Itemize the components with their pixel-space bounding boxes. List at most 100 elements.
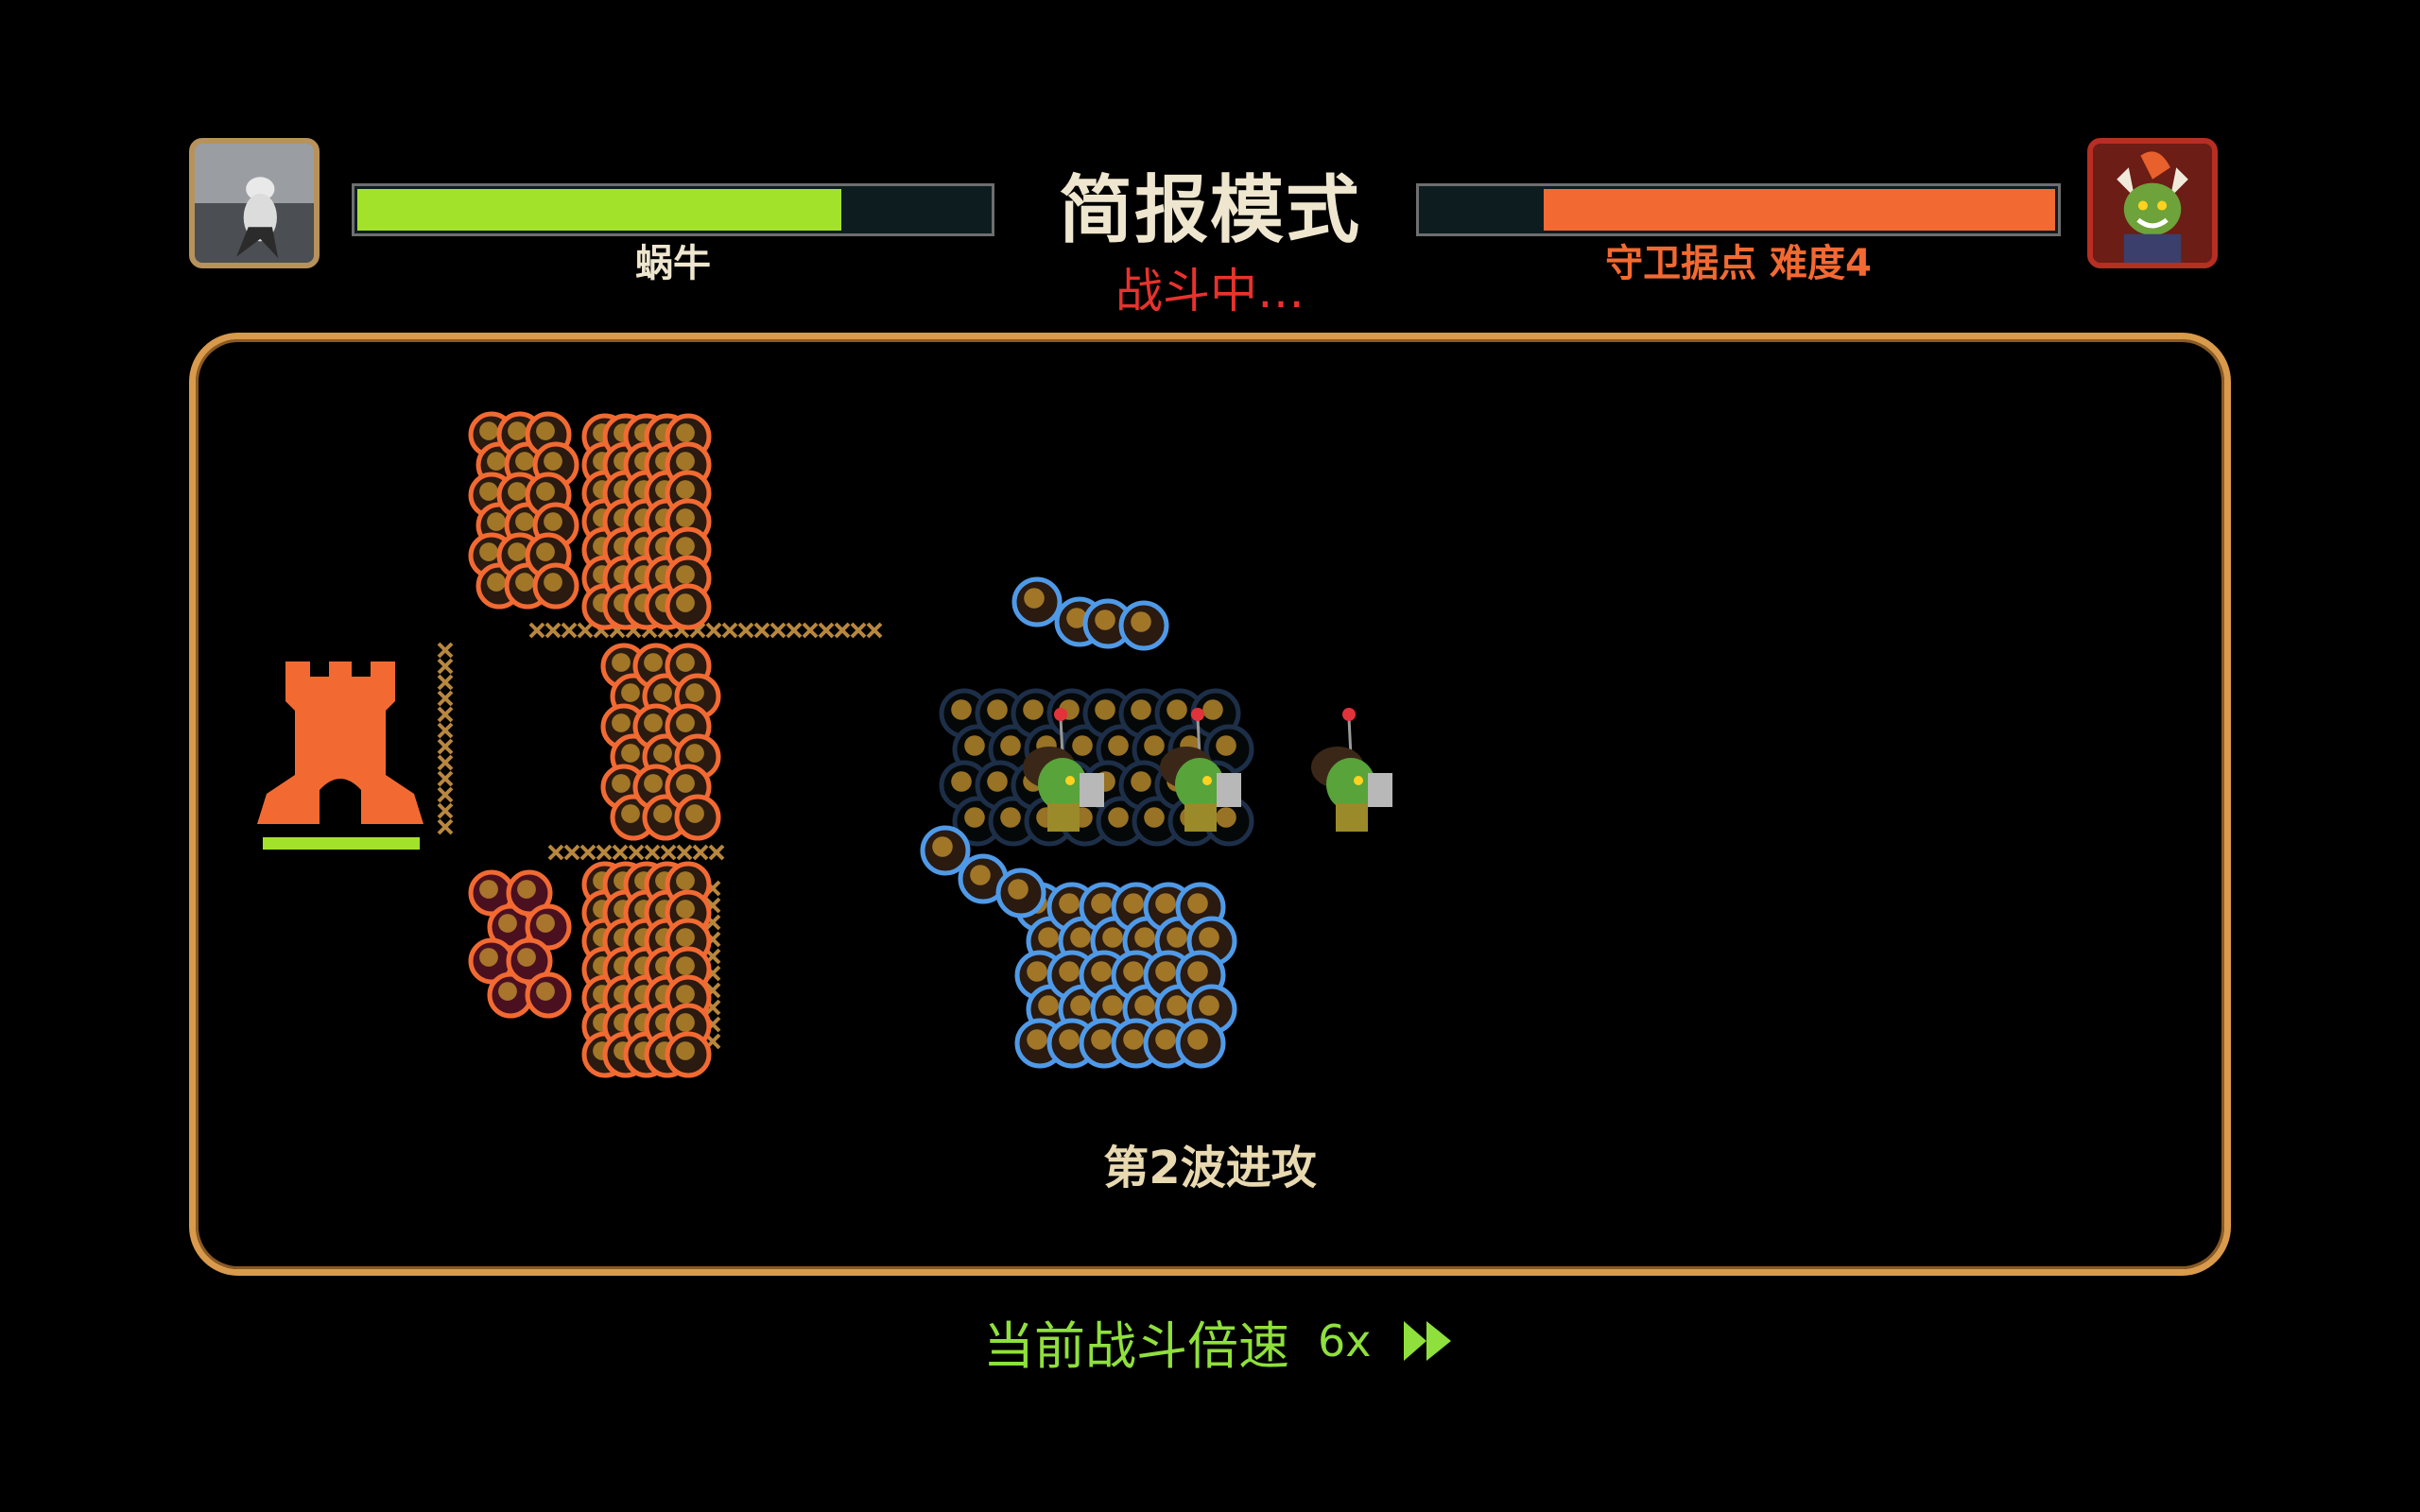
player-unit-sprite [676,452,695,471]
enemy-unit-sprite [1070,995,1091,1016]
enemy-unit-sprite [1123,893,1144,914]
fence-mark [866,622,883,639]
enemy-unit-sprite [1187,961,1208,982]
enemy-unit-shadow-sprite [987,699,1008,720]
tower-hp-bar [263,837,420,850]
fence-mark [628,844,645,861]
player-unit-sprite [479,421,498,440]
enemy-unit-shadow-sprite [951,771,972,792]
enemy-unit-sprite [970,865,991,885]
enemy-unit-sprite [1038,927,1059,948]
enemy-unit-sprite [1091,893,1112,914]
tiger-reflection-icon [195,144,314,263]
speed-value: 6x [1318,1315,1372,1366]
enemy-unit-sprite [1091,961,1112,982]
player-unit-sprite [676,423,695,442]
enemy-unit-sprite [1199,995,1219,1016]
enemy-unit-sprite [1008,879,1028,900]
player-unit-sprite [621,744,640,763]
player-unit-sprite [621,683,640,702]
battle-speed-control[interactable]: 当前战斗倍速 6x [983,1308,1455,1376]
enemy-unit-sprite [1059,961,1080,982]
player-unit-sprite [536,914,555,933]
player-hp-bar [352,183,994,236]
fence-mark [818,622,835,639]
fence-mark [660,844,677,861]
enemy-unit-sprite [1167,927,1187,948]
enemy-unit-shadow-sprite [1095,699,1115,720]
fence-mark [437,642,454,659]
enemy-unit-sprite [1027,961,1047,982]
castle-tower-icon[interactable] [257,662,424,850]
fence-mark [437,802,454,819]
fence-mark [676,844,693,861]
enemy-unit-shadow-sprite [964,735,985,756]
player-unit-sprite [536,542,555,561]
fence-mark [437,706,454,723]
fence-mark [850,622,867,639]
fence-mark [437,770,454,787]
enemy-unit-shadow-sprite [1108,807,1129,828]
enemy-unit-shadow-sprite [1000,735,1021,756]
enemy-unit-sprite [932,836,953,857]
player-unit-sprite [536,982,555,1001]
fence-mark [437,738,454,755]
player-unit-sprite [676,1041,695,1060]
player-unit-sprite [685,744,704,763]
enemy-unit-sprite [1102,995,1123,1016]
enemy-unit-sprite [1134,995,1155,1016]
enemy-unit-sprite [1091,1029,1112,1050]
fence-mark [528,622,545,639]
player-unit-sprite [676,774,695,793]
enemy-unit-sprite [1155,893,1176,914]
player-unit-sprite [676,653,695,672]
player-unit-sprite [536,482,555,501]
fence-mark [737,622,754,639]
fence-mark [437,690,454,707]
fence-mark [437,658,454,675]
enemy-unit-sprite [1155,1029,1176,1050]
fence-mark [802,622,819,639]
enemy-unit-shadow-sprite [1131,771,1151,792]
enemy-unit-shadow-sprite [1108,735,1129,756]
enemy-unit-sprite [1059,893,1080,914]
player-unit-sprite [644,653,663,672]
player-avatar[interactable] [189,138,320,268]
enemy-unit-shadow-sprite [964,807,985,828]
player-unit-sprite [508,482,527,501]
enemy-unit-sprite [1059,1029,1080,1050]
goblin-boss-icon [2093,144,2212,263]
enemy-unit-shadow-sprite [1144,735,1165,756]
enemy-unit-shadow-sprite [1072,735,1093,756]
player-unit-sprite [676,985,695,1004]
player-unit-sprite [515,573,534,592]
fence-mark [437,754,454,771]
player-unit-sprite [487,452,506,471]
player-unit-sprite [544,573,562,592]
enemy-unit-sprite [1070,927,1091,948]
player-unit-sprite [487,573,506,592]
enemy-units [920,576,1254,1069]
player-unit-sprite [653,744,672,763]
player-unit-sprite [676,593,695,612]
enemy-unit-sprite [1095,610,1115,630]
enemy-unit-shadow-sprite [1000,807,1021,828]
fence-mark [547,844,564,861]
enemy-unit-shadow-sprite [987,771,1008,792]
player-unit-sprite [612,653,631,672]
enemy-unit-shadow-sprite [1144,807,1165,828]
enemy-avatar[interactable] [2087,138,2218,268]
speed-label: 当前战斗倍速 [983,1315,1289,1376]
player-unit-sprite [479,948,498,967]
fast-forward-icon[interactable] [1400,1315,1455,1366]
player-unit-sprite [653,804,672,823]
enemy-unit-shadow-sprite [1023,699,1044,720]
enemy-unit-sprite [1102,927,1123,948]
player-hp-fill [357,189,842,231]
fence-mark [612,844,629,861]
player-unit-sprite [676,537,695,556]
player-unit-sprite [612,713,631,732]
player-unit-sprite [676,713,695,732]
enemy-unit-sprite [1155,961,1176,982]
